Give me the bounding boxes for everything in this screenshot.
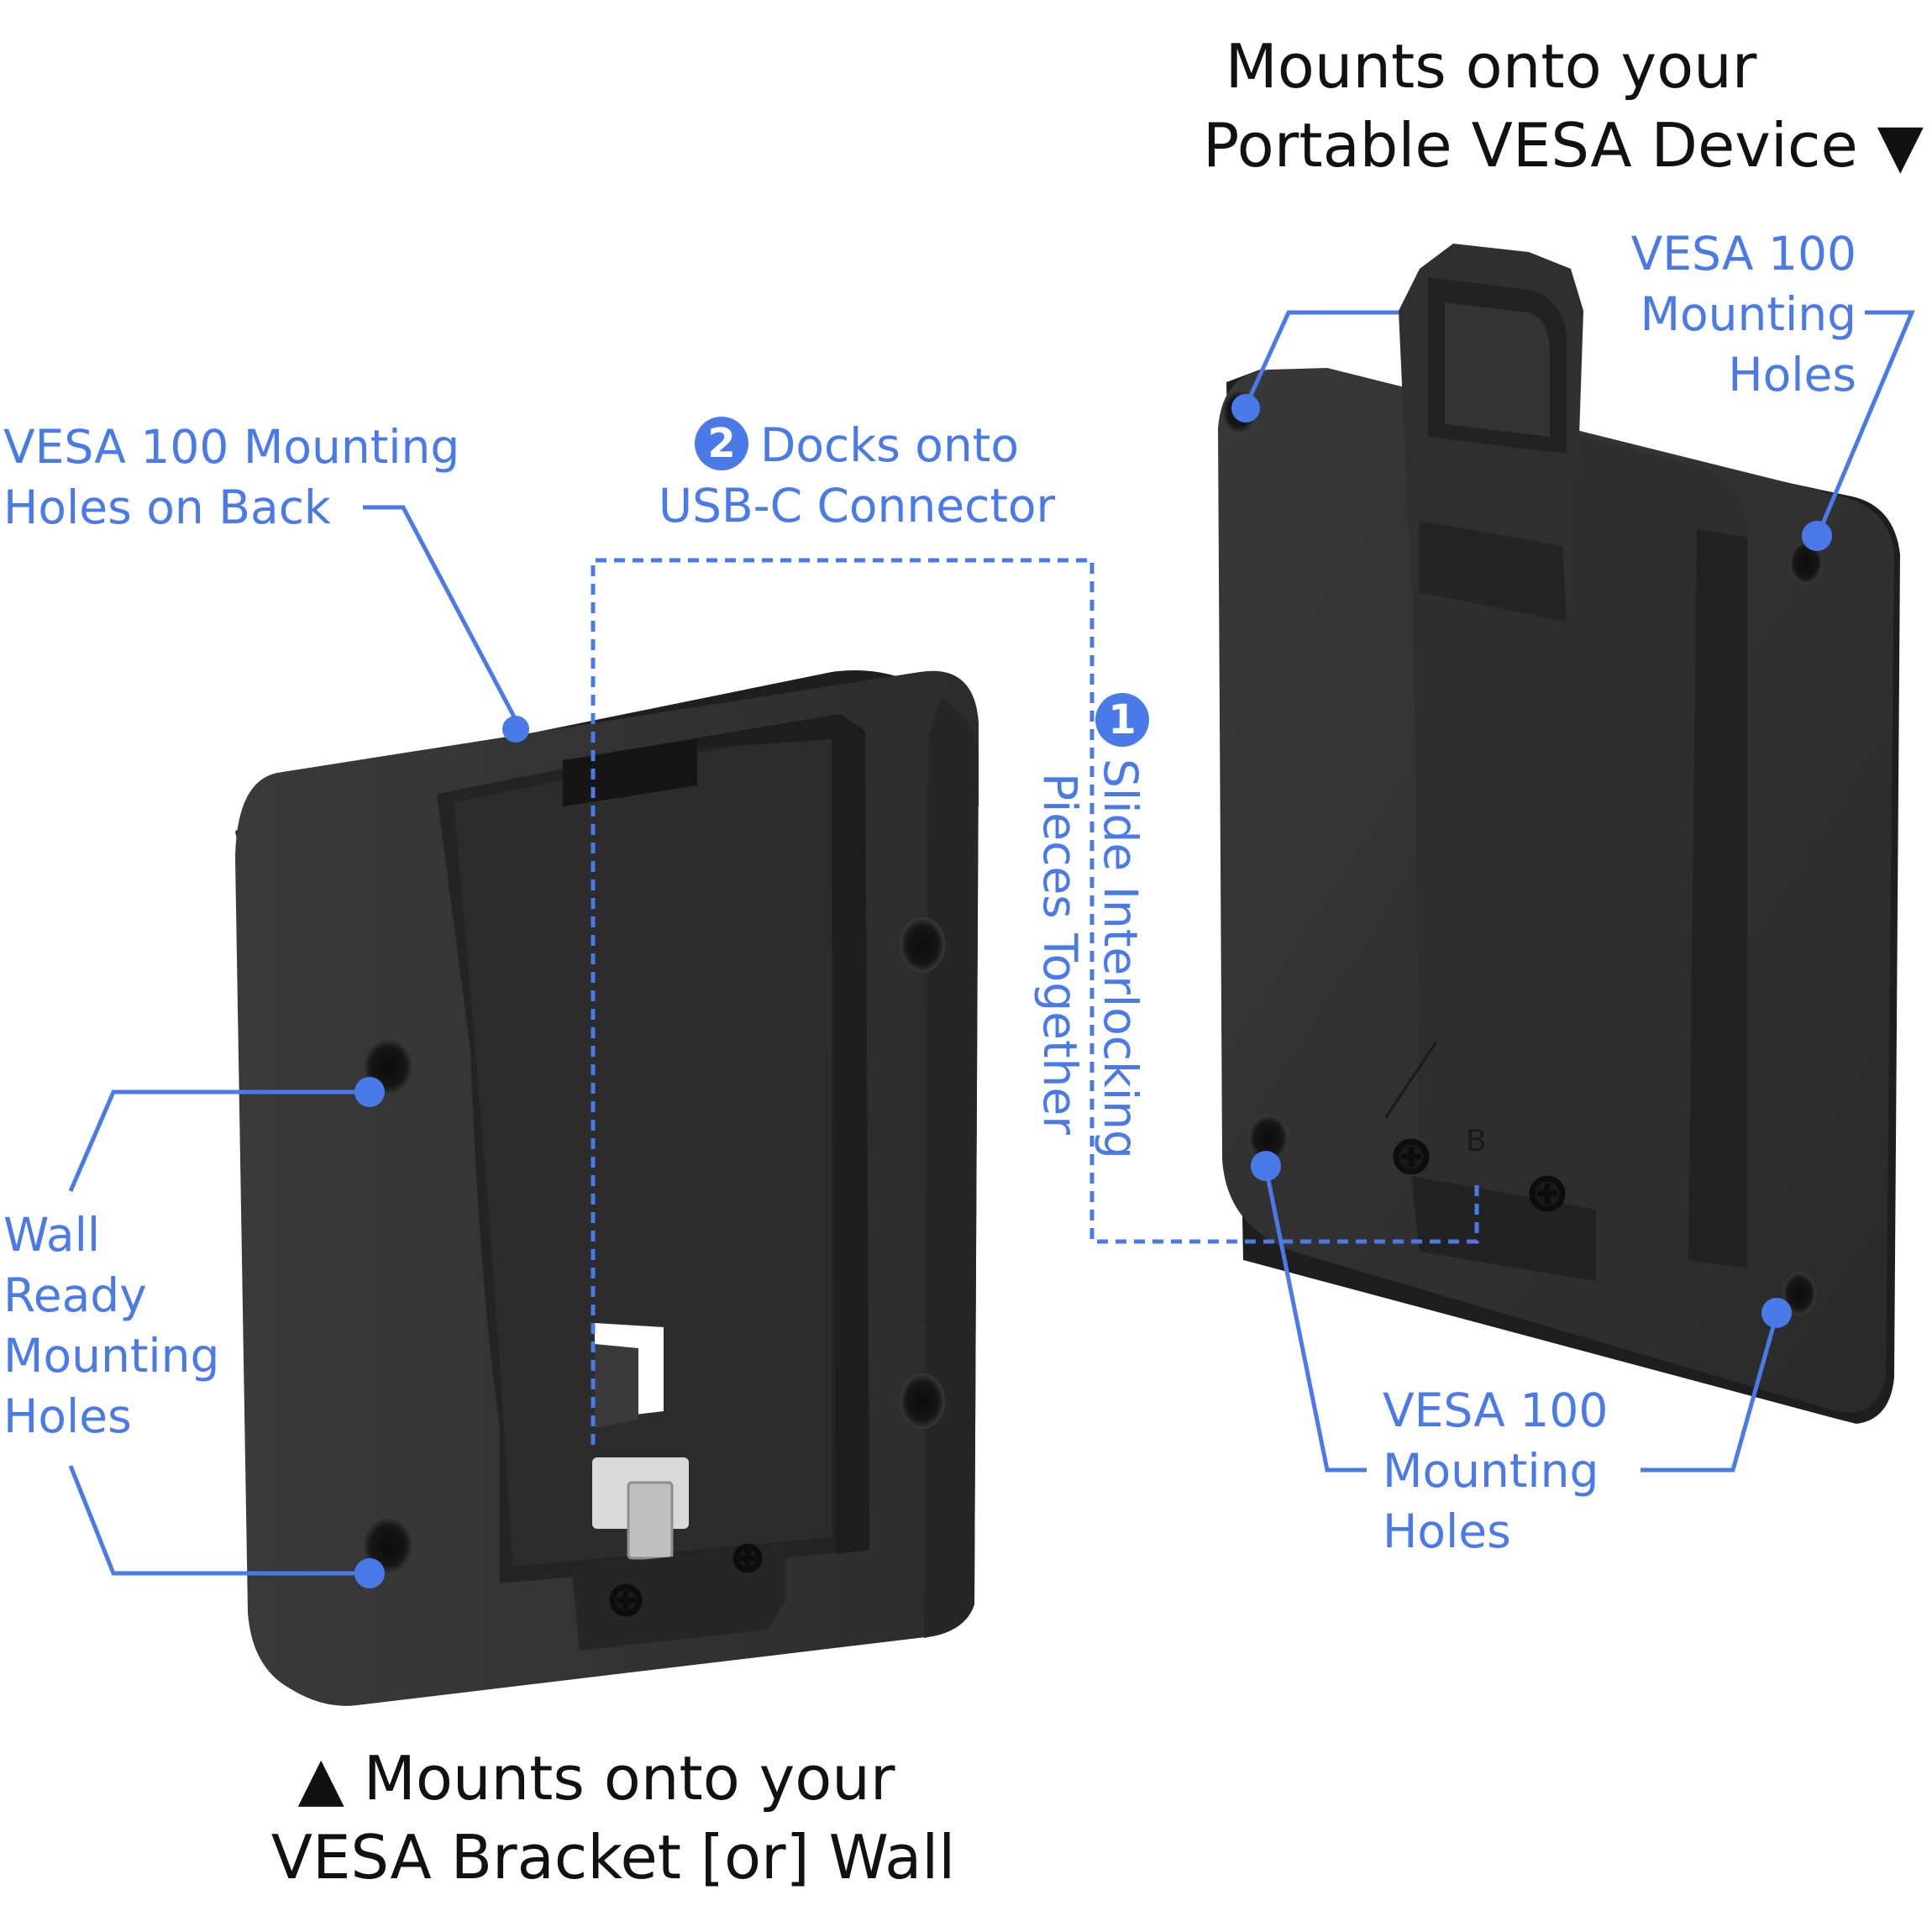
plate-marking: B xyxy=(1466,1124,1487,1158)
slide-line1: Slide Interlocking xyxy=(1094,759,1147,1159)
vesa-top-line3: Holes xyxy=(1728,348,1856,402)
callout-dot xyxy=(1251,1151,1281,1181)
wall-line1: Wall xyxy=(3,1208,101,1262)
bottom-title-line1: ▲ Mounts onto your xyxy=(297,1743,895,1814)
bottom-title-line2: VESA Bracket [or] Wall xyxy=(270,1822,956,1893)
step-1-badge: 1 xyxy=(1095,693,1150,747)
top-title-line2: Portable VESA Device ▼ xyxy=(1202,110,1924,181)
step-2-badge: 2 xyxy=(695,416,749,470)
vesa-top-right-label: VESA 100 Mounting Holes xyxy=(1579,223,1856,405)
top-title-line1: Mounts onto your xyxy=(1225,31,1757,102)
wall-line2: Ready xyxy=(3,1268,147,1322)
vesa-back-line2: Holes on Back xyxy=(3,480,331,534)
wall-ready-label: Wall Ready Mounting Holes xyxy=(3,1205,219,1446)
vesa-bottom-line1: VESA 100 xyxy=(1383,1383,1609,1437)
vesa-bottom-right-label: VESA 100 Mounting Holes xyxy=(1383,1380,1608,1562)
slide-label: 1Slide Interlocking Pieces Together xyxy=(1030,693,1151,1159)
docks-line1: Docks onto xyxy=(760,418,1019,472)
callout-dot xyxy=(1802,521,1832,551)
callout-dot xyxy=(354,1077,385,1107)
vesa-top-line2: Mounting xyxy=(1640,287,1856,341)
slide-line2: Pieces Together xyxy=(1033,773,1087,1135)
bottom-title: ▲ Mounts onto your VESA Bracket [or] Wal… xyxy=(244,1739,983,1897)
bracket-mount-part xyxy=(235,670,979,1706)
callout-dot xyxy=(502,716,529,743)
top-title: Mounts onto your Portable VESA Device ▼ xyxy=(1168,27,1924,185)
vesa-back-label: VESA 100 Mounting Holes on Back xyxy=(3,417,459,538)
vesa-bottom-line3: Holes xyxy=(1383,1504,1511,1558)
callout-lines xyxy=(68,310,1915,1576)
callout-dot xyxy=(354,1558,385,1588)
wall-line4: Holes xyxy=(3,1389,132,1443)
callout-dot xyxy=(1231,394,1260,423)
vesa-bottom-line2: Mounting xyxy=(1383,1444,1599,1498)
device-mount-part: B xyxy=(1218,244,1900,1424)
vesa-back-line1: VESA 100 Mounting xyxy=(3,420,460,474)
dashed-guide xyxy=(591,558,1479,1445)
callout-dot xyxy=(1761,1298,1792,1328)
callout-dots xyxy=(354,394,1832,1588)
wall-line3: Mounting xyxy=(3,1329,220,1383)
vesa-top-line1: VESA 100 xyxy=(1630,227,1856,281)
docks-line2: USB-C Connector xyxy=(658,479,1056,533)
